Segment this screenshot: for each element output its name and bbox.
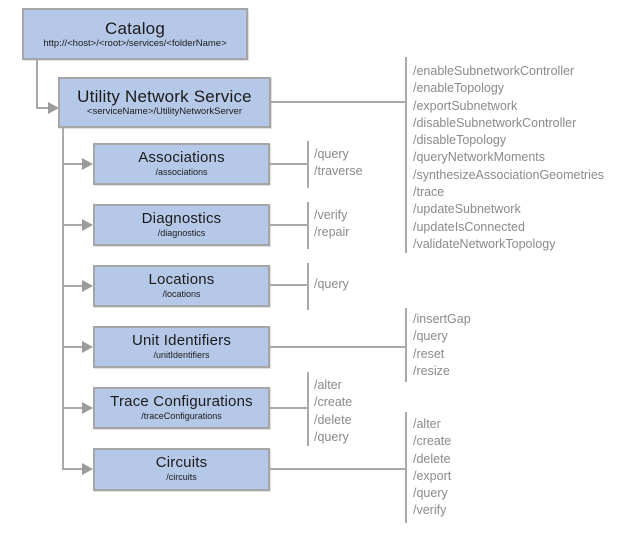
ops-list-circuits: /alter/create/delete/export/query/verify: [413, 416, 451, 520]
ops-bracket-line: [307, 202, 309, 249]
operation-label: /disableSubnetworkController: [413, 115, 577, 130]
connector-line: [62, 346, 83, 348]
operation-label: /delete: [314, 412, 352, 427]
ops-list-diagnostics: /verify/repair: [314, 207, 349, 242]
operation-label: /alter: [413, 417, 441, 431]
connector-line: [62, 128, 64, 470]
connector-line: [268, 346, 405, 348]
node-catalog: Catalog http://<host>/<root>/services/<f…: [22, 8, 248, 60]
connector-line: [62, 285, 83, 287]
node-title: Associations: [138, 148, 225, 166]
operation-label: /traverse: [314, 164, 363, 179]
connector-line: [62, 468, 83, 470]
ops-list-trace-configurations: /alter/create/delete/query: [314, 377, 352, 446]
node-title: Trace Configurations: [110, 392, 253, 410]
node-title: Locations: [148, 270, 215, 288]
connector-line: [268, 163, 307, 165]
operation-label: /verify: [413, 503, 447, 518]
operation-label: /repair: [314, 225, 350, 240]
operation-label: /enableSubnetworkController: [413, 64, 575, 78]
connector-line: [268, 224, 307, 226]
connector-line: [36, 60, 38, 109]
node-utility-network-service: Utility Network Service <serviceName>/Ut…: [58, 77, 271, 128]
ops-bracket-line: [307, 263, 309, 310]
ops-list-locations: /query: [314, 276, 349, 293]
operation-label: /query: [413, 329, 448, 344]
ops-list-unit-identifiers: /insertGap/query/reset/resize: [413, 311, 471, 380]
ops-list-associations: /query/traverse: [314, 146, 363, 181]
node-trace-configurations: Trace Configurations /traceConfiguration…: [93, 387, 270, 429]
operation-label: /validateNetworkTopology: [413, 236, 556, 251]
node-circuits: Circuits /circuits: [93, 448, 270, 491]
operation-label: /create: [314, 395, 353, 410]
operation-label: /trace: [413, 185, 445, 200]
operation-label: /query: [314, 429, 349, 444]
ops-bracket-line: [307, 141, 309, 188]
ops-bracket-line: [405, 308, 407, 382]
node-title: Utility Network Service: [77, 87, 252, 107]
connector-line: [268, 407, 307, 409]
operation-label: /create: [413, 434, 452, 449]
arrowhead-icon: [48, 102, 59, 114]
node-title: Unit Identifiers: [131, 331, 232, 349]
operation-label: /reset: [413, 346, 445, 361]
node-title: Circuits: [155, 454, 208, 472]
arrowhead-icon: [82, 158, 93, 170]
operation-label: /export: [413, 468, 452, 483]
connector-line: [62, 407, 83, 409]
operation-label: /disableTopology: [413, 133, 507, 148]
arrowhead-icon: [82, 341, 93, 353]
operation-label: /exportSubnetwork: [413, 98, 518, 113]
node-title: Diagnostics: [141, 209, 222, 227]
connector-line: [268, 284, 307, 286]
arrowhead-icon: [82, 280, 93, 292]
arrowhead-icon: [82, 402, 93, 414]
operation-label: /query: [314, 147, 349, 161]
node-associations: Associations /associations: [93, 143, 270, 185]
operation-label: /verify: [314, 208, 348, 222]
ops-list-utility-network-service: /enableSubnetworkController/enableTopolo…: [413, 63, 604, 253]
operation-label: /delete: [413, 451, 451, 466]
node-subtitle: /diagnostics: [157, 227, 206, 238]
connector-line: [62, 224, 83, 226]
node-locations: Locations /locations: [93, 265, 270, 307]
ops-bracket-line: [307, 372, 309, 446]
ops-bracket-line: [405, 412, 407, 523]
node-subtitle: /circuits: [166, 472, 197, 483]
operation-label: /query: [413, 486, 448, 501]
operation-label: /alter: [314, 378, 342, 392]
operation-label: /enableTopology: [413, 81, 505, 96]
operation-label: /queryNetworkMoments: [413, 150, 545, 165]
node-subtitle: <serviceName>/UtilityNetworkServer: [86, 106, 243, 118]
node-diagnostics: Diagnostics /diagnostics: [93, 204, 270, 246]
node-title: Catalog: [105, 18, 165, 38]
node-subtitle: http://<host>/<root>/services/<folderNam…: [43, 37, 227, 49]
operation-label: /updateIsConnected: [413, 219, 525, 234]
node-unit-identifiers: Unit Identifiers /unitIdentifiers: [93, 326, 270, 368]
ops-bracket-line: [405, 57, 407, 253]
connector-line: [268, 468, 405, 470]
node-subtitle: /locations: [162, 288, 201, 299]
operation-label: /synthesizeAssociationGeometries: [413, 167, 605, 182]
operation-label: /query: [314, 277, 349, 291]
node-subtitle: /unitIdentifiers: [153, 349, 210, 360]
arrowhead-icon: [82, 463, 93, 475]
connector-line: [269, 101, 405, 103]
node-subtitle: /associations: [155, 166, 208, 177]
operation-label: /updateSubnetwork: [413, 202, 521, 217]
connector-line: [36, 107, 50, 109]
arrowhead-icon: [82, 219, 93, 231]
connector-line: [62, 163, 83, 165]
operation-label: /resize: [413, 363, 450, 378]
node-subtitle: /traceConfigurations: [141, 410, 222, 421]
operation-label: /insertGap: [413, 312, 471, 326]
